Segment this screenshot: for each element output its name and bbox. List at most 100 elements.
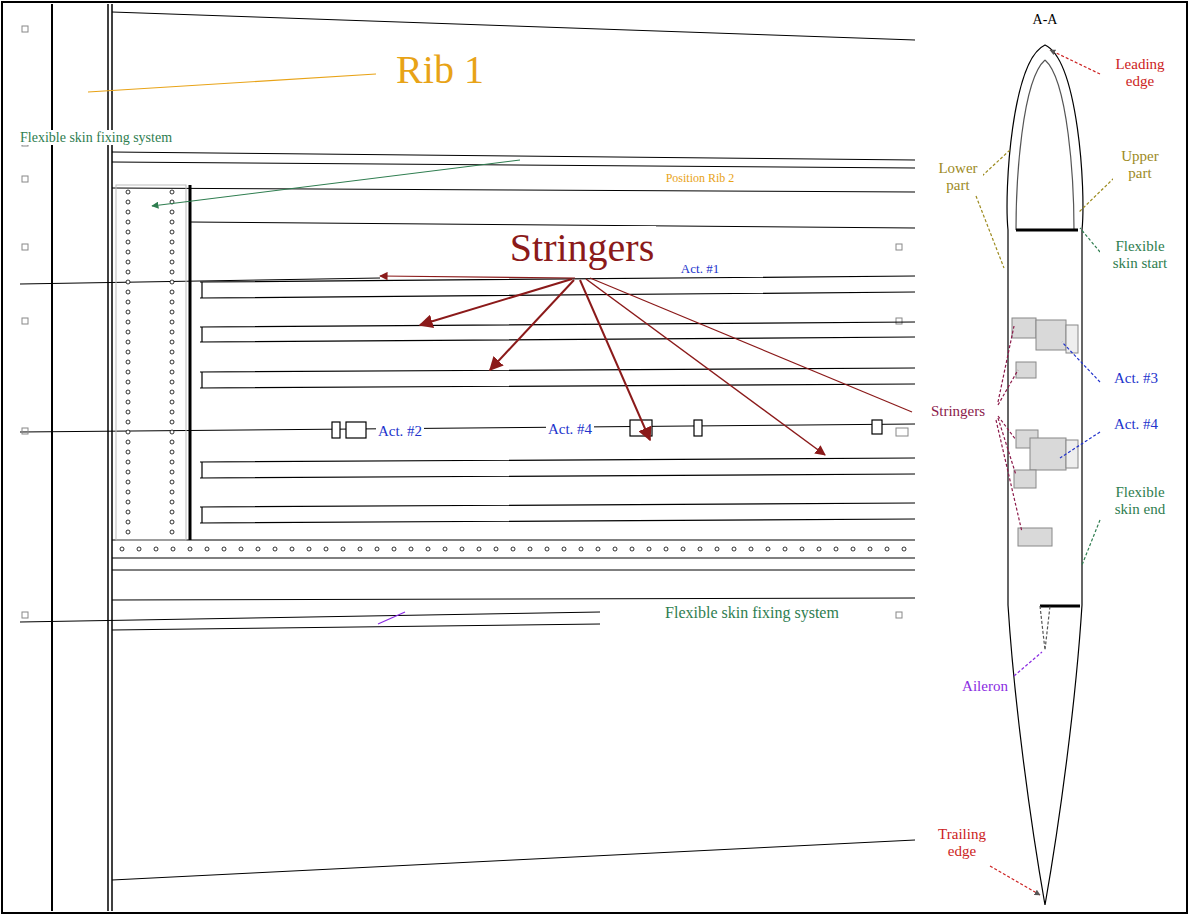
rivet-hole bbox=[630, 547, 634, 551]
rivet-hole bbox=[170, 530, 174, 534]
actuator-symbols bbox=[872, 420, 882, 434]
rivet-hole bbox=[126, 230, 130, 234]
rivet-hole bbox=[126, 200, 130, 204]
dimension-ticks bbox=[22, 26, 908, 618]
leader-lines bbox=[490, 280, 574, 370]
actuator-symbols bbox=[630, 420, 652, 436]
rivet-hole bbox=[205, 547, 209, 551]
rivet-hole bbox=[732, 547, 736, 551]
rivet-hole bbox=[545, 547, 549, 551]
rivet-hole bbox=[460, 547, 464, 551]
rivet-hole bbox=[170, 510, 174, 514]
rivet-column bbox=[116, 185, 186, 540]
rivet-hole bbox=[341, 547, 345, 551]
rivet-hole bbox=[613, 547, 617, 551]
rivet-hole bbox=[170, 380, 174, 384]
part-label: Leading edge bbox=[1107, 56, 1173, 89]
rivet-hole bbox=[126, 320, 130, 324]
rivet-hole bbox=[126, 390, 130, 394]
section-components bbox=[1030, 438, 1066, 470]
section-leaders bbox=[976, 196, 1004, 268]
rivet-hole bbox=[170, 400, 174, 404]
rivet-hole bbox=[126, 430, 130, 434]
rivet-hole bbox=[681, 547, 685, 551]
part-label: Lower part bbox=[933, 160, 983, 193]
section-components bbox=[1016, 362, 1036, 378]
dimension-ticks bbox=[896, 612, 902, 618]
stringer-lines bbox=[200, 276, 915, 523]
rivet-hole bbox=[126, 250, 130, 254]
rivet-hole bbox=[358, 547, 362, 551]
rivet-hole bbox=[126, 220, 130, 224]
rivet-hole bbox=[126, 330, 130, 334]
rivet-hole bbox=[170, 430, 174, 434]
rivet-hole bbox=[494, 547, 498, 551]
rivet-hole bbox=[170, 360, 174, 364]
rivet-hole bbox=[120, 547, 124, 551]
rivet-hole bbox=[170, 320, 174, 324]
rivet-hole bbox=[126, 530, 130, 534]
part-label: Flexible skin fixing system bbox=[663, 604, 841, 622]
airfoil-section bbox=[1007, 45, 1083, 905]
stringer-lines bbox=[200, 276, 915, 298]
actuator-label: Act. #1 bbox=[679, 262, 721, 276]
rivet-hole bbox=[511, 547, 515, 551]
section-components bbox=[1036, 320, 1066, 350]
rivet-hole bbox=[800, 547, 804, 551]
rivet-hole bbox=[256, 547, 260, 551]
rivet-hole bbox=[409, 547, 413, 551]
rivet-hole bbox=[579, 547, 583, 551]
dimension-ticks bbox=[22, 176, 28, 182]
rivet-hole bbox=[851, 547, 855, 551]
rivet-hole bbox=[528, 547, 532, 551]
dimension-ticks bbox=[22, 26, 28, 32]
rivet-hole bbox=[126, 300, 130, 304]
rivet-hole bbox=[126, 410, 130, 414]
part-label: Stringers bbox=[929, 403, 987, 420]
actuator-label: Act. #4 bbox=[1112, 416, 1160, 433]
section-name: A-A bbox=[1031, 12, 1060, 27]
leader-lines bbox=[88, 74, 912, 624]
section-components bbox=[1014, 470, 1036, 488]
rib-title: Rib 1 bbox=[394, 48, 486, 92]
rivet-hole bbox=[126, 310, 130, 314]
stringer-lines bbox=[200, 322, 915, 342]
rivet-hole bbox=[647, 547, 651, 551]
rivet-hole bbox=[126, 400, 130, 404]
rivet-hole bbox=[170, 450, 174, 454]
rivet-hole bbox=[154, 547, 158, 551]
rivet-hole bbox=[170, 370, 174, 374]
rivet-hole bbox=[562, 547, 566, 551]
plan-view-lines bbox=[20, 612, 600, 622]
rivet-hole bbox=[170, 280, 174, 284]
rivet-hole bbox=[126, 270, 130, 274]
dimension-ticks bbox=[22, 244, 28, 250]
section-leaders bbox=[1060, 432, 1100, 458]
rivet-hole bbox=[222, 547, 226, 551]
dimension-ticks bbox=[22, 428, 28, 434]
rivet-hole bbox=[170, 250, 174, 254]
rivet-hole bbox=[126, 380, 130, 384]
actuator-label: Act. #3 bbox=[1112, 370, 1160, 387]
plan-view-lines bbox=[112, 624, 600, 630]
position-label: Position Rib 2 bbox=[664, 172, 737, 185]
rivet-hole bbox=[126, 260, 130, 264]
rivet-hole bbox=[126, 480, 130, 484]
plan-view-lines bbox=[189, 185, 192, 540]
rivet-hole bbox=[126, 500, 130, 504]
rivet-hole bbox=[477, 547, 481, 551]
rivet-hole bbox=[170, 300, 174, 304]
plan-view-lines bbox=[112, 188, 915, 192]
plan-view-lines bbox=[112, 570, 915, 571]
rivet-hole bbox=[126, 370, 130, 374]
rivet-hole bbox=[170, 290, 174, 294]
rivet-hole bbox=[443, 547, 447, 551]
rivet-hole bbox=[170, 260, 174, 264]
plan-view-lines bbox=[112, 598, 915, 600]
rivet-hole bbox=[126, 460, 130, 464]
rivet-hole bbox=[170, 270, 174, 274]
rivet-hole bbox=[170, 310, 174, 314]
